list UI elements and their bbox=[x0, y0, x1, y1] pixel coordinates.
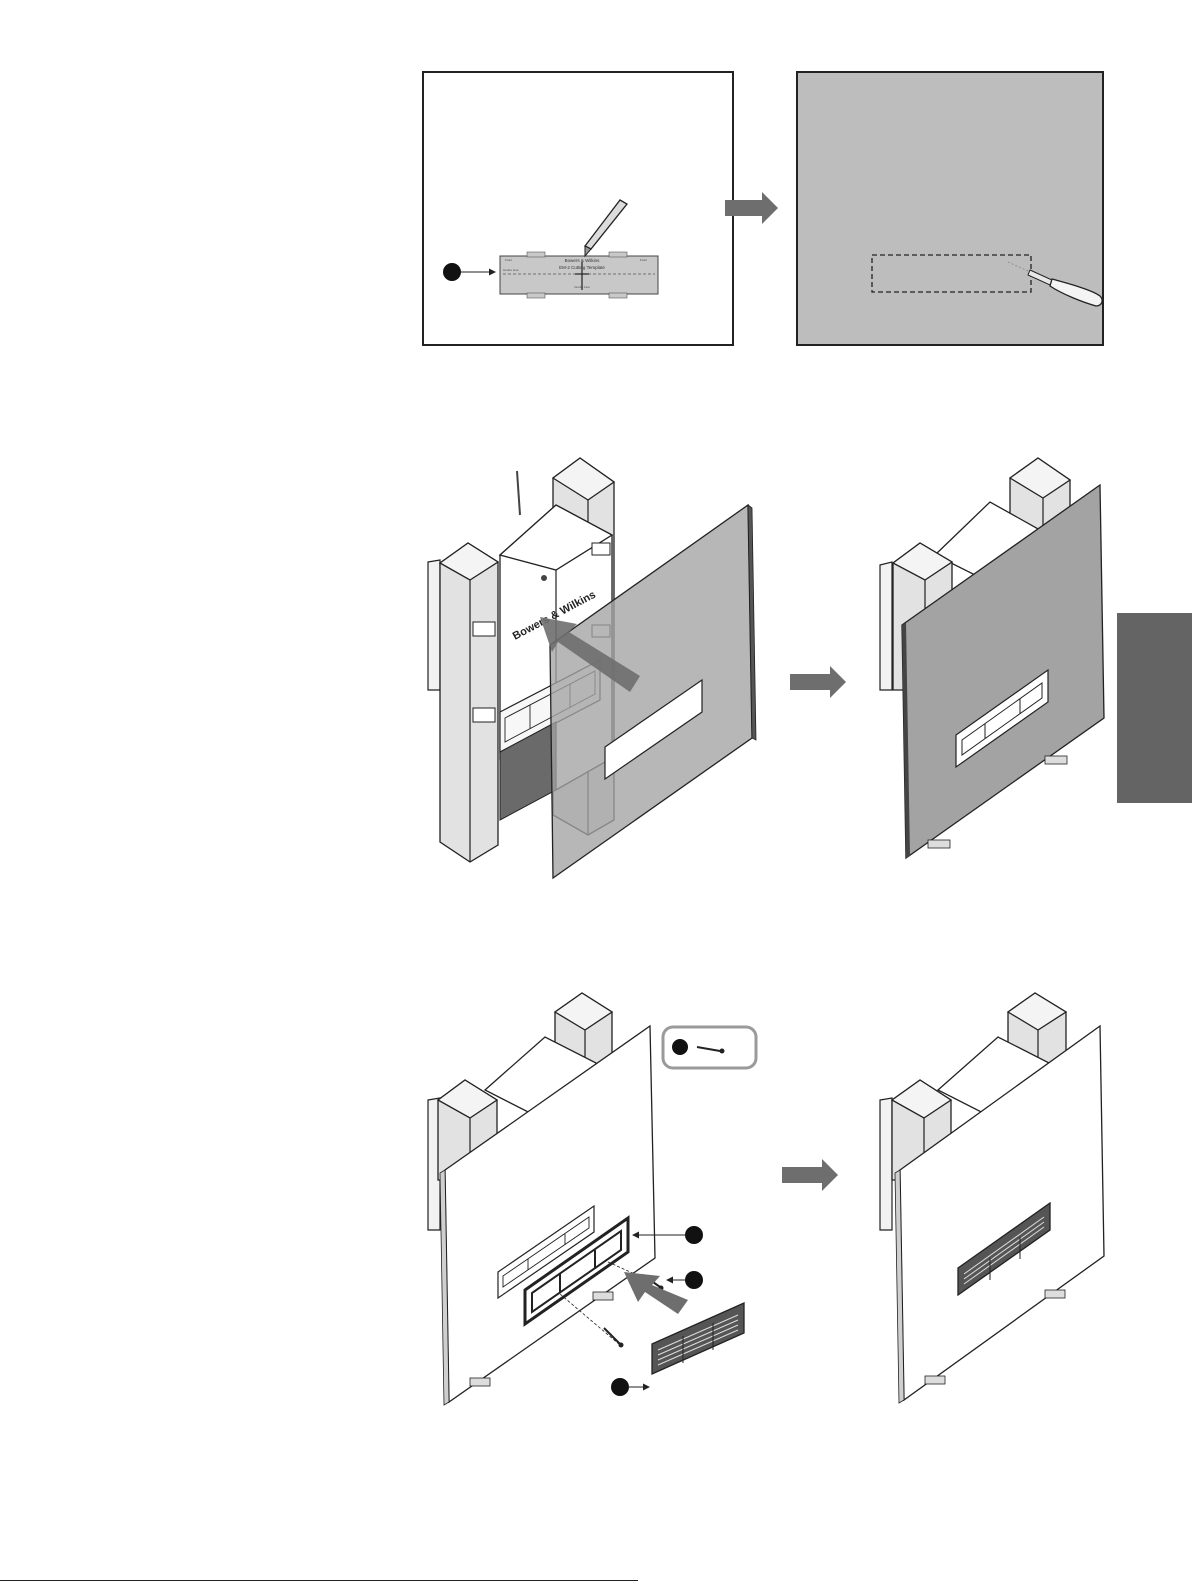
template-left-note: Front bbox=[505, 258, 512, 262]
next-step-arrow-icon bbox=[782, 1159, 838, 1191]
footer-rule bbox=[0, 1580, 638, 1581]
step-1-left-frame: Bowers & Wilkins EM-2 Cutting Template F… bbox=[423, 72, 733, 345]
callout-dot bbox=[611, 1378, 629, 1396]
callout-dot bbox=[672, 1039, 688, 1055]
template-title-text: EM-2 Cutting Template bbox=[559, 265, 605, 270]
step-2-right-illustration bbox=[880, 458, 1104, 858]
grille bbox=[652, 1303, 744, 1374]
insertion-arrow-icon bbox=[624, 1272, 688, 1314]
template-mid-note: Centre Line bbox=[503, 268, 519, 272]
section-tab bbox=[1117, 613, 1192, 803]
next-step-arrow-icon bbox=[790, 666, 846, 698]
step-1-right-frame bbox=[797, 72, 1103, 345]
template-brand-text: Bowers & Wilkins bbox=[565, 258, 601, 263]
step-2-left-illustration: Bowers & Wilkins bbox=[428, 458, 756, 878]
callout-dot bbox=[443, 263, 461, 281]
callout-dot bbox=[685, 1226, 703, 1244]
template-bottom-note: Centre Line bbox=[574, 285, 590, 289]
callout-dot bbox=[685, 1271, 703, 1289]
part-key-box bbox=[663, 1027, 756, 1068]
template-right-note: Front bbox=[640, 258, 647, 262]
step-3-right-illustration bbox=[880, 993, 1104, 1403]
screw-icon bbox=[604, 1328, 624, 1348]
cutting-template: Bowers & Wilkins EM-2 Cutting Template F… bbox=[500, 252, 658, 298]
step-3-left-illustration bbox=[428, 993, 756, 1405]
